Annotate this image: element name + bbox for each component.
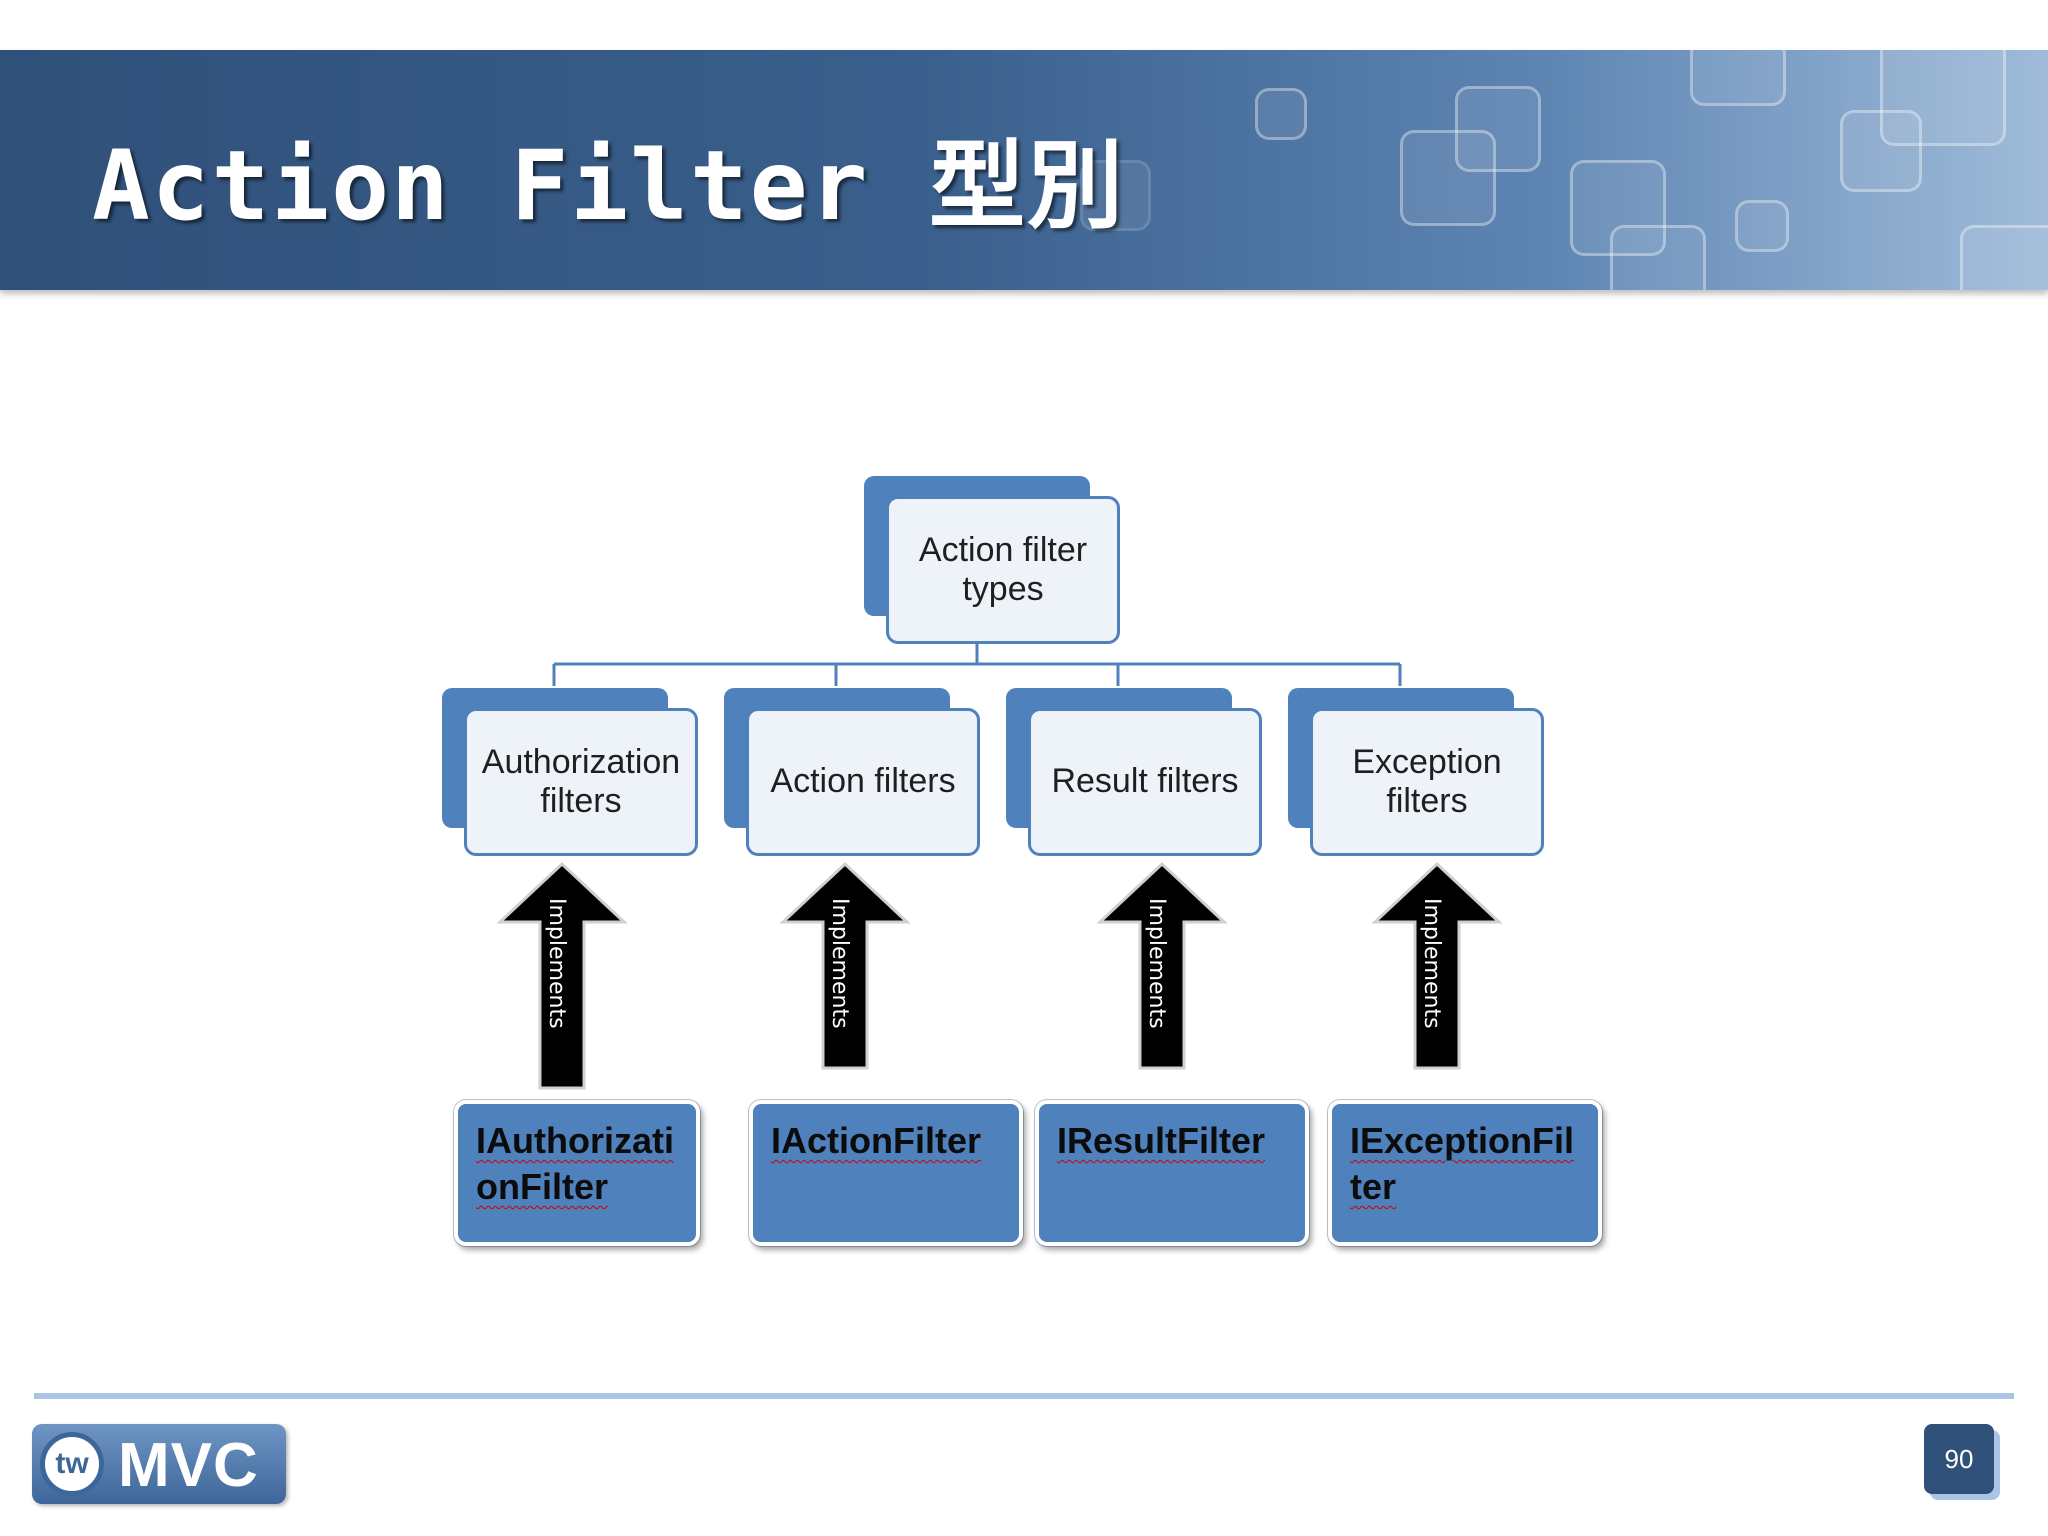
interface-box-result: IResultFilter bbox=[1035, 1100, 1309, 1246]
implements-arrow-1: Implements bbox=[496, 861, 628, 1090]
decor-square bbox=[1570, 160, 1666, 256]
decor-square bbox=[1960, 225, 2048, 290]
category-node-authorization: Authorization filters bbox=[440, 686, 700, 858]
root-node-label: Action filter types bbox=[886, 496, 1120, 644]
decor-square bbox=[1455, 86, 1541, 172]
root-node: Action filter types bbox=[862, 474, 1122, 646]
slide-title: Action Filter 型別 bbox=[92, 130, 1126, 242]
arrow-label: Implements bbox=[827, 898, 852, 1029]
category-node-exception: Exception filters bbox=[1286, 686, 1546, 858]
logo-text: MVC bbox=[118, 1431, 259, 1500]
implements-arrow-4: Implements bbox=[1371, 861, 1503, 1070]
implements-arrow-2: Implements bbox=[779, 861, 911, 1070]
footer-divider bbox=[34, 1393, 2014, 1399]
decor-square bbox=[1080, 160, 1151, 231]
arrow-label: Implements bbox=[1144, 898, 1169, 1029]
logo-badge: tw bbox=[40, 1432, 104, 1496]
interface-box-authorization: IAuthorizationFilter bbox=[454, 1100, 700, 1246]
mvc-logo: tw MVC bbox=[32, 1424, 286, 1504]
decor-square bbox=[1400, 130, 1496, 226]
decor-square bbox=[1690, 50, 1786, 106]
slide-header: Action Filter 型別 bbox=[0, 50, 2048, 290]
arrow-label: Implements bbox=[544, 898, 569, 1029]
category-label: Action filters bbox=[746, 708, 980, 856]
connector-lines bbox=[552, 643, 1402, 686]
decor-square bbox=[1255, 88, 1307, 140]
category-node-action: Action filters bbox=[722, 686, 982, 858]
implements-arrow-3: Implements bbox=[1096, 861, 1228, 1070]
category-node-result: Result filters bbox=[1004, 686, 1264, 858]
page-number: 90 bbox=[1924, 1424, 1994, 1494]
decor-square bbox=[1840, 110, 1922, 192]
category-label: Exception filters bbox=[1310, 708, 1544, 856]
interface-box-action: IActionFilter bbox=[749, 1100, 1023, 1246]
category-label: Authorization filters bbox=[464, 708, 698, 856]
decor-square bbox=[1880, 50, 2006, 146]
arrow-label: Implements bbox=[1419, 898, 1444, 1029]
category-label: Result filters bbox=[1028, 708, 1262, 856]
interface-box-exception: IExceptionFilter bbox=[1328, 1100, 1602, 1246]
decor-square bbox=[1610, 225, 1706, 290]
decor-square bbox=[1735, 200, 1789, 252]
